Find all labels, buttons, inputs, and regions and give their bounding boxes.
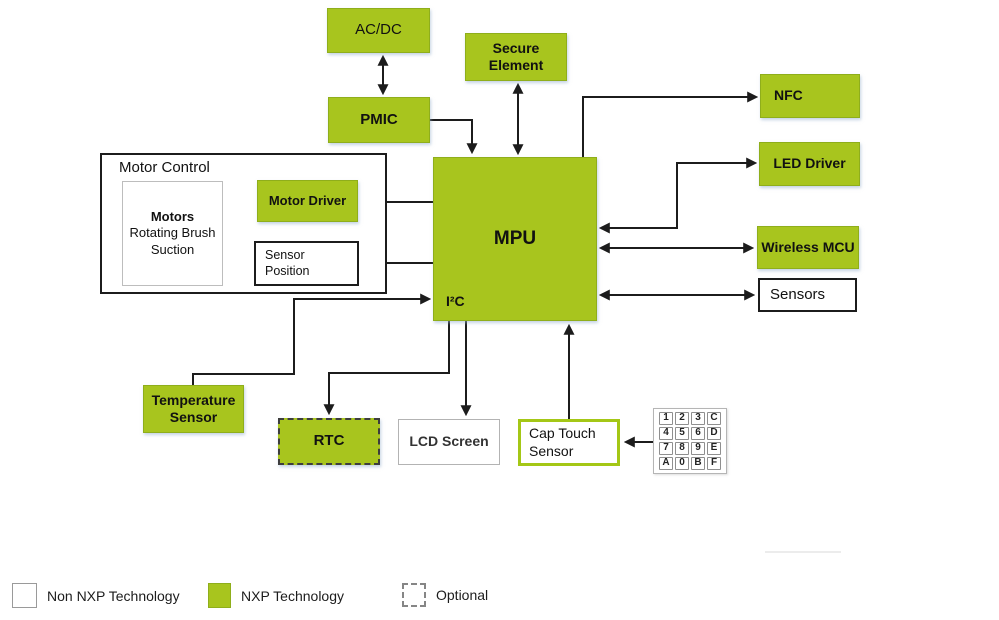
block-acdc: AC/DC: [327, 8, 430, 53]
acdc-label: AC/DC: [355, 21, 402, 39]
motor-control-title: Motor Control: [119, 159, 210, 176]
rtc-label: RTC: [313, 432, 345, 450]
keypad-key: 9: [691, 442, 705, 455]
secure-element-label-line2: Element: [488, 57, 544, 73]
keypad-key: 6: [691, 427, 705, 440]
keypad-key: 1: [659, 412, 673, 425]
keypad-grid: 1 2 3 C 4 5 6 D 7 8 9 E A 0 B F: [659, 412, 721, 470]
pmic-label: PMIC: [360, 110, 398, 128]
keypad-key: 2: [675, 412, 689, 425]
legend-item-non-nxp: Non NXP Technology: [12, 583, 180, 608]
block-lcd-screen: LCD Screen: [398, 419, 500, 465]
keypad-key: 4: [659, 427, 673, 440]
block-led-driver: LED Driver: [759, 142, 860, 186]
connector-mpu-rtc: [323, 321, 450, 416]
sensors-label: Sensors: [770, 285, 826, 303]
block-mpu: MPU I²C: [433, 157, 597, 321]
temperature-sensor-label-line2: Sensor: [169, 409, 218, 425]
wireless-mcu-label: Wireless MCU: [761, 238, 855, 255]
led-driver-label: LED Driver: [773, 155, 846, 172]
keypad-key: 8: [675, 442, 689, 455]
keypad-key: E: [707, 442, 721, 455]
legend-item-nxp: NXP Technology: [208, 583, 344, 608]
block-temperature-sensor: Temperature Sensor: [143, 385, 244, 433]
sensor-position-label-line2: Position: [265, 263, 310, 278]
block-secure-element: Secure Element: [465, 33, 567, 81]
block-sensor-position: Sensor Position: [254, 241, 359, 286]
mpu-i2c-port-label: I²C: [446, 292, 465, 309]
divider-line: [765, 551, 841, 553]
motors-rotating-brush-label: Rotating Brush: [129, 225, 216, 241]
block-cap-touch-sensor: Cap Touch Sensor: [518, 419, 620, 466]
legend-item-optional: Optional: [402, 583, 488, 607]
lcd-screen-label: LCD Screen: [409, 433, 489, 450]
legend-label-nxp: NXP Technology: [241, 587, 344, 604]
block-keypad: 1 2 3 C 4 5 6 D 7 8 9 E A 0 B F: [653, 408, 727, 474]
block-sensors: Sensors: [758, 278, 857, 312]
secure-element-label-line1: Secure: [492, 39, 540, 56]
cap-touch-label-line1: Cap Touch: [529, 425, 596, 441]
connector-mpu-led-driver: [598, 157, 758, 234]
keypad-key: 0: [675, 457, 689, 470]
connector-mpu-nfc: [582, 91, 759, 157]
optional-swatch: [402, 583, 426, 607]
legend-label-non-nxp: Non NXP Technology: [47, 587, 180, 604]
connector-pmic-mpu: [430, 119, 478, 155]
motors-suction-label: Suction: [150, 241, 195, 257]
keypad-key: A: [659, 457, 673, 470]
keypad-key: 5: [675, 427, 689, 440]
keypad-key: 7: [659, 442, 673, 455]
nxp-swatch: [208, 583, 231, 608]
block-wireless-mcu: Wireless MCU: [757, 226, 859, 269]
legend-label-optional: Optional: [436, 587, 489, 603]
non-nxp-swatch: [12, 583, 37, 608]
block-motors: Motors Rotating Brush Suction: [122, 181, 223, 286]
keypad-key: F: [707, 457, 721, 470]
sensor-position-label-line1: Sensor: [265, 247, 305, 262]
connector-temperature-sensor-mpu-i2c: [192, 293, 432, 385]
block-rtc-optional: RTC: [278, 418, 380, 465]
keypad-key: B: [691, 457, 705, 470]
temperature-sensor-label-line1: Temperature: [151, 391, 236, 408]
keypad-key: 3: [691, 412, 705, 425]
keypad-key: D: [707, 427, 721, 440]
block-nfc: NFC: [760, 74, 860, 118]
keypad-key: C: [707, 412, 721, 425]
mpu-label: MPU: [493, 228, 537, 250]
block-pmic: PMIC: [328, 97, 430, 143]
block-motor-driver: Motor Driver: [257, 180, 358, 222]
cap-touch-label-line2: Sensor: [529, 442, 574, 459]
motors-label: Motors: [150, 209, 195, 225]
nfc-label: NFC: [774, 87, 803, 104]
motor-driver-label: Motor Driver: [268, 192, 347, 208]
